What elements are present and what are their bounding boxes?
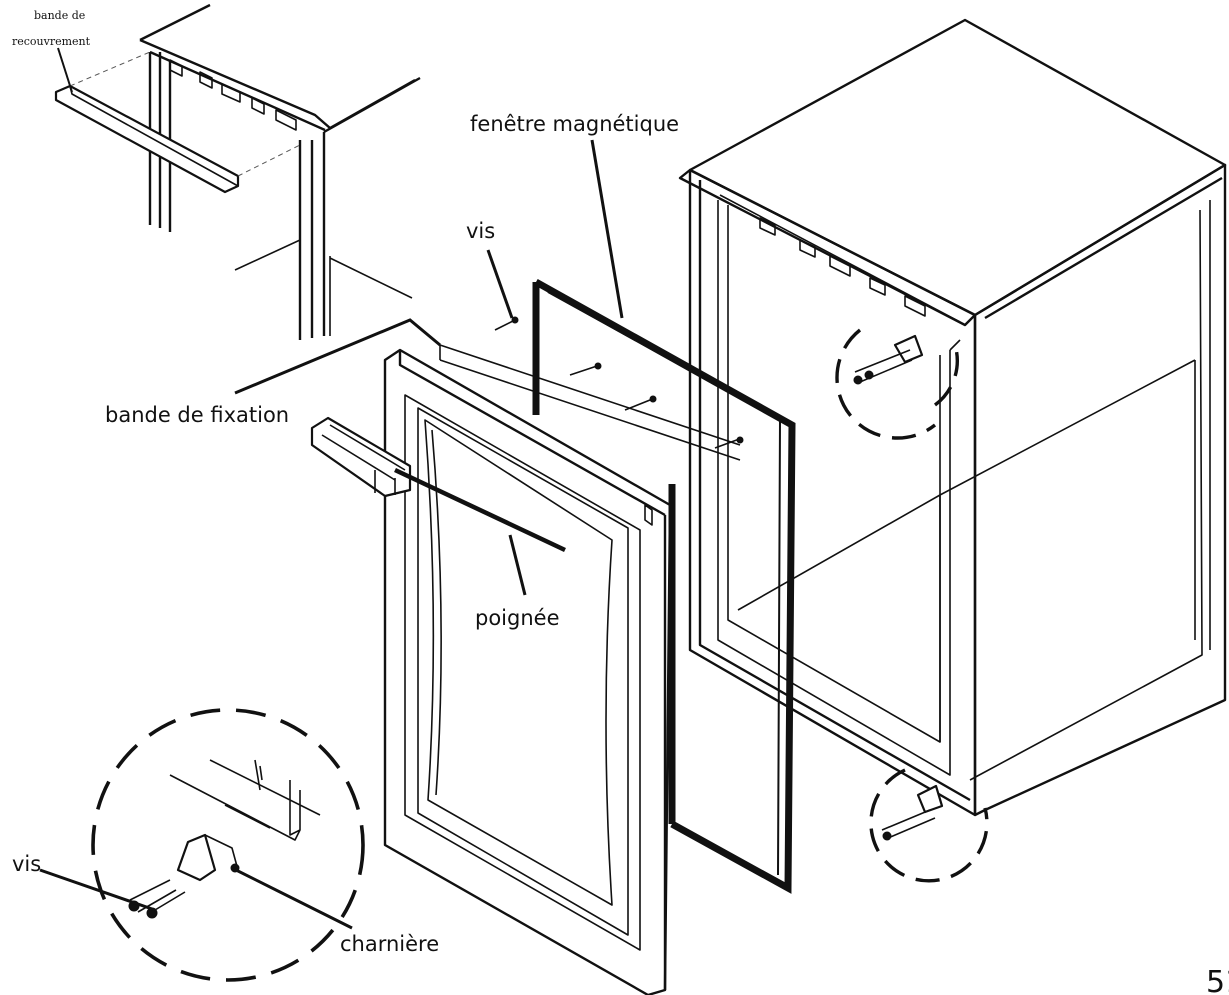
leader-lines xyxy=(39,139,624,930)
hinge-detail xyxy=(91,708,365,982)
fixing-strip xyxy=(439,316,744,461)
cover-strip-detail: bande de recouvrement xyxy=(12,3,421,340)
label-fenetre-magnetique: fenêtre magnétique xyxy=(470,112,679,136)
cabinet xyxy=(678,18,1227,883)
magnetic-gasket xyxy=(532,278,796,894)
door xyxy=(383,348,672,995)
label-vis-bottom: vis xyxy=(12,852,41,876)
label-bande-de-recouvrement-line2: recouvrement xyxy=(12,35,91,48)
label-poignee: poignée xyxy=(475,606,560,630)
page-number: 51 xyxy=(1206,965,1229,995)
handle xyxy=(310,416,566,553)
label-bande-de-recouvrement-line1: bande de xyxy=(34,9,85,22)
label-charniere: charnière xyxy=(340,932,439,956)
label-vis-top: vis xyxy=(466,219,495,243)
label-bande-de-fixation: bande de fixation xyxy=(105,403,289,427)
